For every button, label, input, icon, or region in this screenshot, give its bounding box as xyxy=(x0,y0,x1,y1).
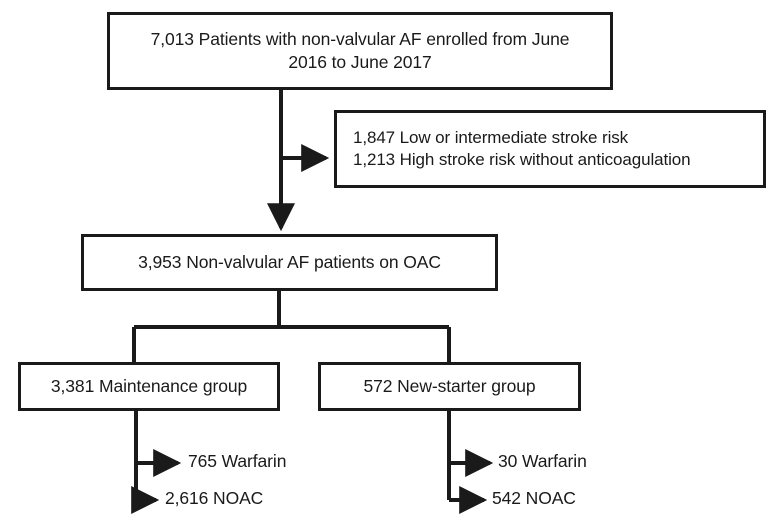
leaf-maintenance-noac: 2,616 NOAC xyxy=(165,488,264,508)
node-enrolled-patients: 7,013 Patients with non-valvular AF enro… xyxy=(107,12,613,90)
node-oac-patients-label: 3,953 Non-valvular AF patients on OAC xyxy=(138,251,441,272)
node-maintenance-group-label: 3,381 Maintenance group xyxy=(50,375,248,396)
node-oac-patients: 3,953 Non-valvular AF patients on OAC xyxy=(81,234,498,291)
connector-oac-fork xyxy=(132,291,451,362)
node-excluded-patients: 1,847 Low or intermediate stroke risk 1,… xyxy=(334,110,766,188)
node-excluded-patients-label: 1,847 Low or intermediate stroke risk 1,… xyxy=(353,127,691,169)
leaf-new-starter-noac: 542 NOAC xyxy=(492,488,576,508)
node-enrolled-patients-label: 7,013 Patients with non-valvular AF enro… xyxy=(150,28,570,72)
connector-maintenance-stem xyxy=(134,411,156,502)
leaf-maintenance-warfarin: 765 Warfarin xyxy=(188,451,287,471)
node-new-starter-group-label: 572 New-starter group xyxy=(363,375,536,396)
leaf-new-starter-warfarin: 30 Warfarin xyxy=(498,451,587,471)
node-maintenance-group: 3,381 Maintenance group xyxy=(18,362,280,411)
node-new-starter-group: 572 New-starter group xyxy=(318,362,581,411)
